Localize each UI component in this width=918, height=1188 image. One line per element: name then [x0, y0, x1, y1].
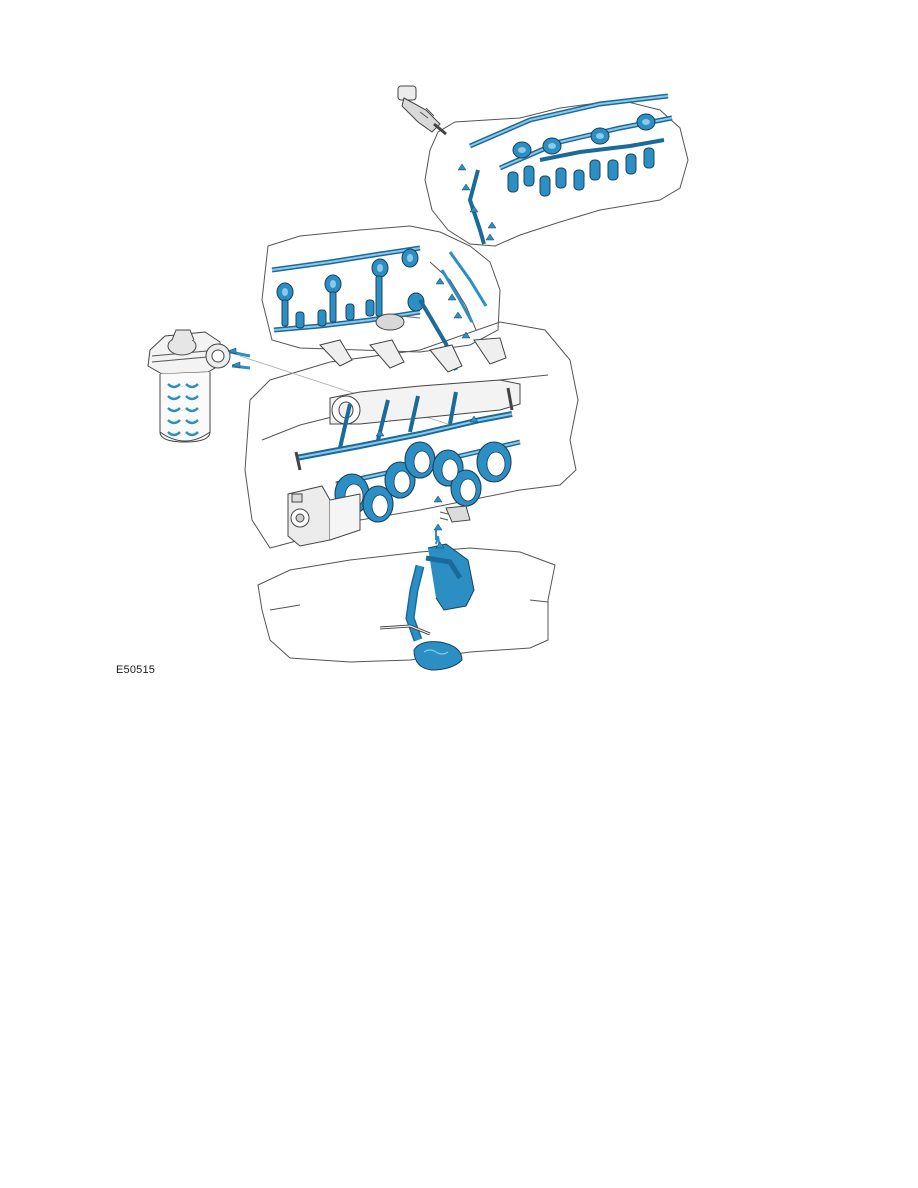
oil-pump: [287, 485, 361, 547]
block-oil-risers: [319, 251, 507, 373]
oil-circuit-diagram: [147, 85, 689, 671]
oil-pressure-sensor: [397, 85, 447, 136]
right-bank-oil-gallery: [467, 93, 673, 245]
figure-reference-label: E50515: [116, 664, 156, 676]
oil-flow-arrows: [227, 163, 497, 549]
oil-filter-assembly: [147, 329, 461, 443]
engine-block-outline: [244, 99, 689, 663]
oil-pickup-strainer: [379, 535, 475, 671]
left-bank-oil-gallery: [271, 245, 458, 371]
oil-level-sensor: [435, 505, 471, 540]
